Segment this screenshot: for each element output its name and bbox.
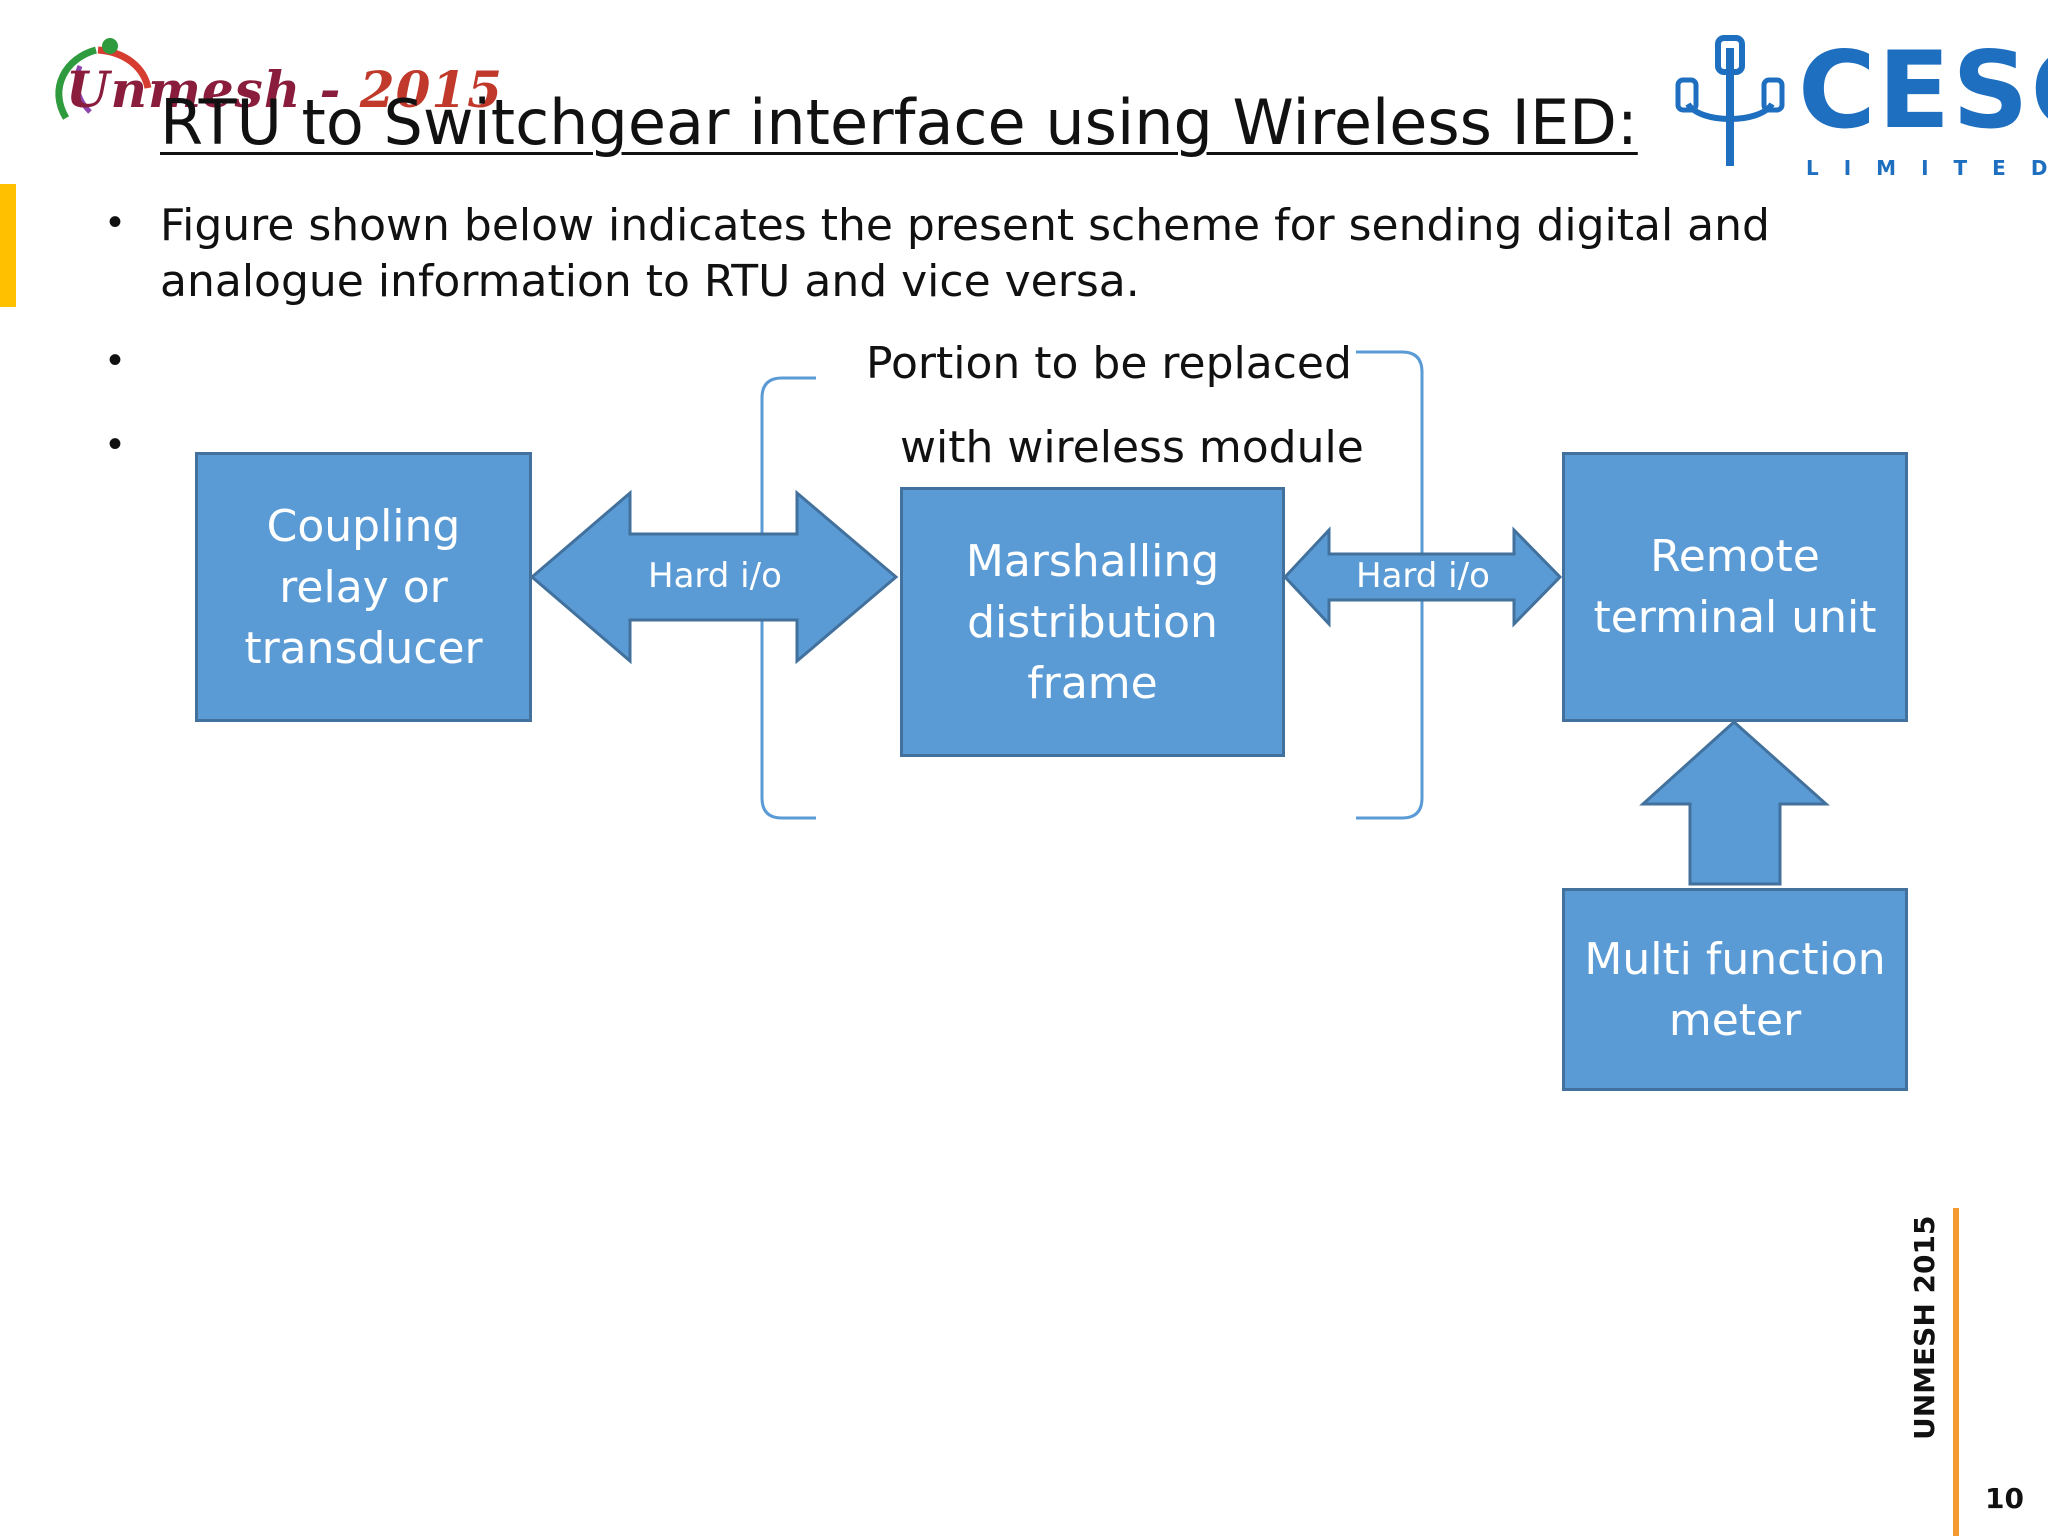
lamp-post-icon: [1675, 35, 1785, 166]
bullet-1-dot: •: [108, 200, 123, 244]
marshalling-frame-label: Marshalling distribution frame: [965, 535, 1220, 709]
side-event-label: UNMESH 2015: [1908, 1215, 1941, 1440]
unmesh-logo-word: Unmesh: [66, 60, 302, 119]
unmesh-logo: Unmesh - 2015: [36, 28, 502, 138]
page-number: 10: [1985, 1482, 2024, 1515]
cesc-logo: CESC LIMITED: [1670, 28, 2048, 180]
cesc-logo-subtitle: LIMITED: [1806, 156, 2048, 180]
marshalling-frame-box: Marshalling distribution frame: [900, 487, 1285, 757]
unmesh-logo-text: Unmesh - 2015: [66, 60, 503, 119]
bullet-2-dot: •: [108, 338, 123, 382]
bracket-label-line2: with wireless module: [900, 422, 1364, 473]
remote-terminal-unit-label: Remote terminal unit: [1593, 531, 1877, 643]
coupling-relay-box: Coupling relay or transducer: [195, 452, 532, 722]
unmesh-logo-year: 2015: [359, 60, 503, 119]
mfm-to-rtu-arrow: [1639, 719, 1830, 886]
slide-title: RTU to Switchgear interface using Wirele…: [160, 86, 1638, 159]
multi-function-meter-label: Multi function meter: [1584, 933, 1886, 1046]
cesc-logo-text: CESC: [1798, 29, 2048, 152]
side-accent-bar: [1953, 1208, 1959, 1536]
bracket-label-line1: Portion to be replaced: [866, 338, 1352, 389]
remote-terminal-unit-box: Remote terminal unit: [1562, 452, 1908, 722]
hard-io-label-right: Hard i/o: [1356, 556, 1490, 596]
hard-io-arrow-right: [1282, 526, 1563, 628]
left-accent-bar: [0, 184, 16, 307]
multi-function-meter-box: Multi function meter: [1562, 888, 1908, 1091]
unmesh-emblem-icon: [55, 38, 152, 120]
bullet-1-text: Figure shown below indicates the present…: [160, 200, 1770, 307]
hard-io-label-left: Hard i/o: [648, 556, 782, 596]
bullet-3-dot: •: [108, 422, 123, 466]
coupling-relay-label: Coupling relay or transducer: [244, 500, 483, 674]
hard-io-arrow-left: [529, 489, 899, 665]
